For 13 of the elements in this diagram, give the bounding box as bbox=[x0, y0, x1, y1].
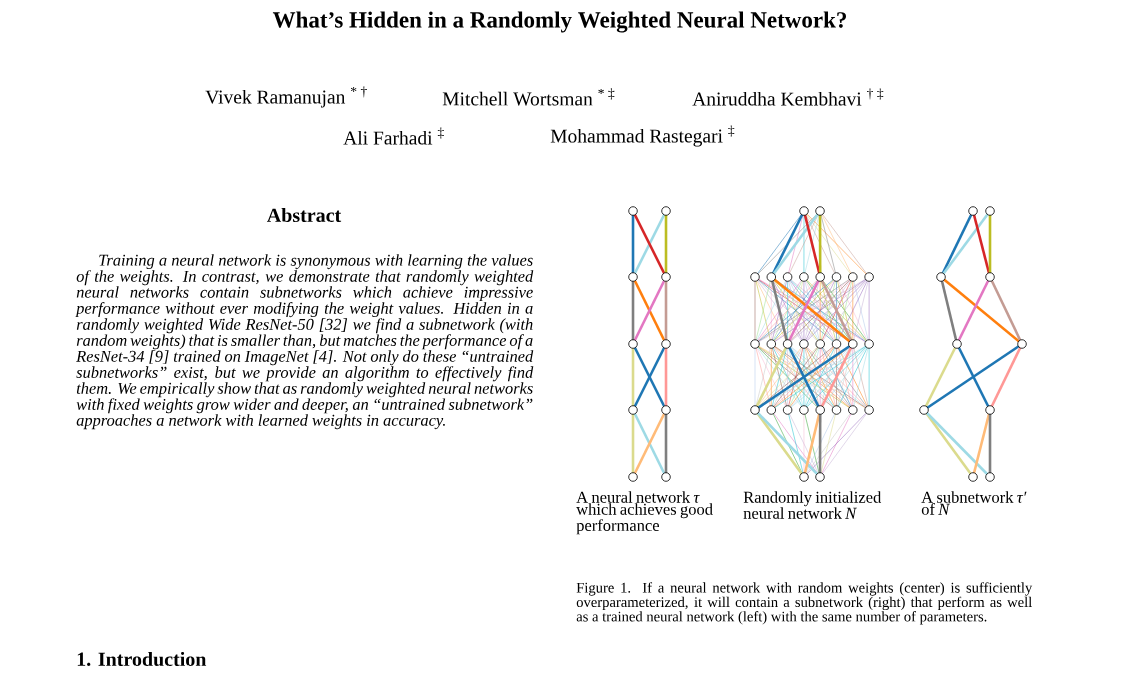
author-name: Vivek Ramanujan $^{* †}$ bbox=[205, 86, 367, 108]
section-heading: 1. Introduction bbox=[77, 651, 207, 667]
author-name: Aniruddha Kembhavi $^{† ‡}$ bbox=[692, 88, 884, 106]
subfigure-caption: A neural network τ which achieves good performance bbox=[576, 491, 713, 535]
subfigure-caption: A subnetwork τ′ of N bbox=[921, 491, 1027, 515]
author-name: Mohammad Rastegari $^{‡}$ bbox=[550, 125, 735, 147]
abstract-text: Training a neural network is synonymous with learning the values of the weights. In contrast, we demonstrate that randomly weighted neural networks contain subnetworks which achieve impressive performance without ever modifying the weight values. Hidden in a randomly weighted Wide ResNet-50 [32] we find a subnetwork (with random weights) that is smaller than, but matches the performance of a ResNet-34 [9] trained on ImageNet [4]. Not only do these “untrained subnetworks” exist, but we provide an algorithm to effectively find them. We empirically show that as randomly weighted neural networks with fixed weights grow wider and deeper, an “untrained subnetwork” approaches a network with learned weights in accuracy. bbox=[75, 254, 534, 430]
title: What’s Hidden in a Randomly Weighted Neural Network? bbox=[272, 11, 846, 33]
author-name: Ali Farhadi $^{‡}$ bbox=[343, 127, 444, 145]
section-heading: Abstract bbox=[267, 207, 342, 223]
author-name: Mitchell Wortsman $^{* ‡}$ bbox=[442, 88, 615, 106]
figure-caption: Figure 1. If a neural network with random weights (center) is sufficiently overparameterized, it will contain a subnetwork (right) that perform as well as a trained neural network (left) with the same number of parameters. bbox=[576, 582, 1033, 625]
subfigure-caption: Randomly initialized neural network N bbox=[743, 491, 882, 519]
